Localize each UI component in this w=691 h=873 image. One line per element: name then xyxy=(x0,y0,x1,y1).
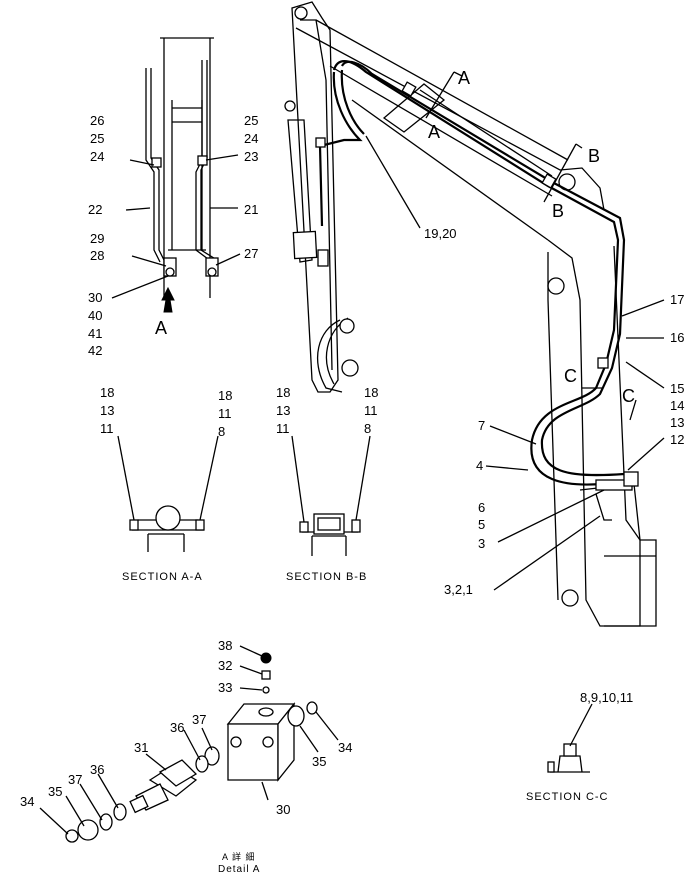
detail-label-34-right: 34 xyxy=(338,740,352,755)
label-25-right: 25 xyxy=(244,113,258,128)
detail-label-31: 31 xyxy=(134,740,148,755)
section-a-marker-bottom: A xyxy=(428,122,440,142)
sec-cc-label: 8,9,10,11 xyxy=(580,690,633,705)
section-b-marker-top: B xyxy=(588,146,600,166)
detail-label-37-left: 37 xyxy=(68,772,82,787)
label-40: 40 xyxy=(88,308,102,323)
label-23: 23 xyxy=(244,149,258,164)
label-6: 6 xyxy=(478,500,485,515)
label-26: 26 xyxy=(90,113,104,128)
section-c-c: 8,9,10,11 SECTION C-C xyxy=(526,690,633,803)
sec-aa-left-13: 13 xyxy=(100,403,114,418)
section-a-a-title: SECTION A-A xyxy=(122,571,203,583)
label-29: 29 xyxy=(90,231,104,246)
label-21: 21 xyxy=(244,202,258,217)
detail-label-30: 30 xyxy=(276,802,290,817)
detail-label-32: 32 xyxy=(218,658,232,673)
section-a-marker-top: A xyxy=(458,68,470,88)
label-3-2-1: 3,2,1 xyxy=(444,582,473,597)
sec-bb-right-18: 18 xyxy=(364,385,378,400)
detail-a-caption-jp: A 詳 細 xyxy=(222,851,256,862)
section-b-b: 18 13 11 18 11 8 SECTION B-B xyxy=(276,385,378,583)
boom-piping-view: A A B B C C 19,20 17 16 15 14 13 12 7 4 … xyxy=(284,1,684,627)
label-17: 17 xyxy=(670,292,684,307)
sec-bb-right-8: 8 xyxy=(364,421,371,436)
label-4: 4 xyxy=(476,458,483,473)
sec-aa-left-11: 11 xyxy=(100,421,114,436)
section-b-marker-bottom: B xyxy=(552,201,564,221)
detail-label-36: 36 xyxy=(170,720,184,735)
label-14: 14 xyxy=(670,398,684,413)
label-7: 7 xyxy=(478,418,485,433)
sec-bb-left-11: 11 xyxy=(276,421,290,436)
detail-label-36-left: 36 xyxy=(90,762,104,777)
detail-label-35-left: 35 xyxy=(48,784,62,799)
sec-bb-left-13: 13 xyxy=(276,403,290,418)
detail-label-37: 37 xyxy=(192,712,206,727)
label-42: 42 xyxy=(88,343,102,358)
label-22: 22 xyxy=(88,202,102,217)
sec-aa-right-18: 18 xyxy=(218,388,232,403)
label-12: 12 xyxy=(670,432,684,447)
detail-label-33: 33 xyxy=(218,680,232,695)
label-15: 15 xyxy=(670,381,684,396)
section-b-b-title: SECTION B-B xyxy=(286,571,367,583)
label-5: 5 xyxy=(478,517,485,532)
label-16: 16 xyxy=(670,330,684,345)
label-25: 25 xyxy=(90,131,104,146)
label-41: 41 xyxy=(88,326,102,341)
label-3: 3 xyxy=(478,536,485,551)
detail-label-34-left: 34 xyxy=(20,794,34,809)
label-13: 13 xyxy=(670,415,684,430)
label-24-right: 24 xyxy=(244,131,258,146)
arm-piping-view: 26 25 24 22 29 28 30 40 41 42 25 24 23 2… xyxy=(88,37,258,358)
label-27: 27 xyxy=(244,246,258,261)
detail-a: 38 32 33 37 36 31 35 34 30 34 35 37 36 A… xyxy=(20,638,352,873)
sec-aa-left-18: 18 xyxy=(100,385,114,400)
label-24: 24 xyxy=(90,149,104,164)
section-a-a: 18 13 11 18 11 8 SECTION A-A xyxy=(100,385,232,583)
label-19-20: 19,20 xyxy=(424,226,457,241)
sec-bb-right-11: 11 xyxy=(364,403,378,418)
label-28: 28 xyxy=(90,248,104,263)
sec-aa-right-8: 8 xyxy=(218,424,225,439)
sec-bb-left-18: 18 xyxy=(276,385,290,400)
detail-label-35-right: 35 xyxy=(312,754,326,769)
arrow-a-label: A xyxy=(155,318,167,338)
sec-aa-right-11: 11 xyxy=(218,406,232,421)
section-c-marker-left: C xyxy=(564,366,577,386)
section-c-c-title: SECTION C-C xyxy=(526,791,609,803)
detail-a-caption: Detail A xyxy=(218,864,260,873)
detail-label-38: 38 xyxy=(218,638,232,653)
label-30: 30 xyxy=(88,290,102,305)
section-c-marker-right: C xyxy=(622,386,635,406)
